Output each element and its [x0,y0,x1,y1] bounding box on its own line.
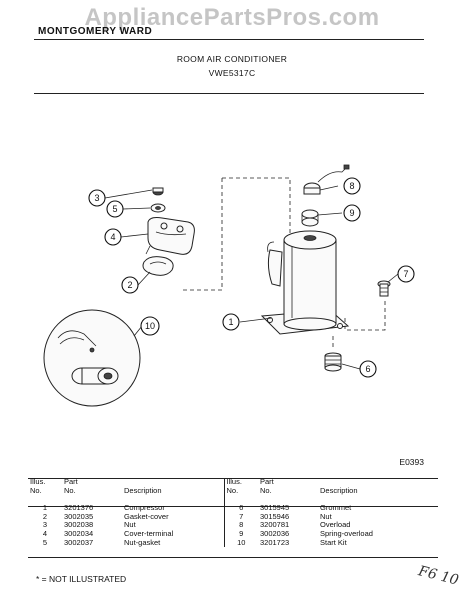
callout-2[interactable]: 2 [121,276,139,294]
page-title: ROOM AIR CONDITIONER [176,54,288,64]
col-description-header: Description [124,485,162,495]
callout-5[interactable]: 5 [106,200,124,218]
leader-6 [341,363,361,370]
leader-9 [317,212,343,216]
callout-1[interactable]: 1 [222,313,240,331]
handwritten-note: F6 10 [416,563,461,589]
svg-text:6: 6 [365,364,370,374]
header-rule [34,39,424,40]
svg-text:8: 8 [349,181,354,191]
svg-text:1: 1 [228,317,233,327]
leader-8 [319,185,339,191]
table-row: 1 3201376 Compressor 6 3015945 Grommet [28,500,438,513]
start-kit-part [43,309,141,407]
callout-7[interactable]: 7 [397,265,415,283]
svg-text:2: 2 [127,280,132,290]
diagram-code: E0393 [399,457,424,467]
svg-text:10: 10 [145,321,155,331]
callout-10[interactable]: 10 [140,316,160,336]
col-part-header: Part [64,477,78,486]
table-row: 3 3002038 Nut 8 3200781 Overload [42,520,351,530]
table-row: 5 3002037 Nut-gasket 10 3201723 Start Ki… [42,537,347,548]
footnote: * = NOT ILLUSTRATED [36,574,127,584]
nut-gasket-part [150,203,166,213]
gasket-cover-part [142,256,174,276]
terminal-cover-part [145,217,195,255]
col-illus-header-right: Illus. [226,477,242,486]
col-part-header-right: Part [260,477,274,486]
watermark: AppliancePartsPros.com [84,4,380,31]
svg-text:9: 9 [349,208,354,218]
svg-text:7: 7 [403,269,408,279]
grommet-part [324,352,342,372]
assembly-line-top [222,177,291,236]
col-illus-header: Illus. [30,477,46,486]
overload-part [303,164,350,195]
callout-4[interactable]: 4 [104,228,122,246]
col-description-header-right: Description [320,485,358,495]
leader-7 [387,273,399,283]
spring-overload-part [301,209,319,227]
exploded-parts-diagram: 3 5 4 2 8 9 7 1 6 10 [43,164,415,407]
nut-bolt-part [377,280,391,297]
title-rule [34,93,424,94]
leader-2 [137,271,151,286]
assembly-line-nut [344,300,386,331]
leader-1 [239,317,273,323]
callout-9[interactable]: 9 [343,204,361,222]
table-row: 2 3002035 Gasket-cover 7 3015946 Nut [42,511,332,522]
callout-3[interactable]: 3 [88,189,106,207]
leader-3 [104,189,153,199]
svg-text:3: 3 [94,193,99,203]
callout-8[interactable]: 8 [343,177,361,195]
callout-6[interactable]: 6 [359,360,377,378]
assembly-line-cover [182,178,223,291]
compressor-part [260,230,350,335]
brand-label: MONTGOMERY WARD [38,26,153,37]
table-row: 4 3002034 Cover-terminal 9 3002036 Sprin… [42,528,373,539]
model-number: VWE5317C [208,68,256,78]
nut-part [152,187,164,196]
leader-5 [122,207,151,210]
svg-text:5: 5 [112,204,117,214]
svg-text:4: 4 [110,232,115,242]
leader-4 [120,233,149,238]
